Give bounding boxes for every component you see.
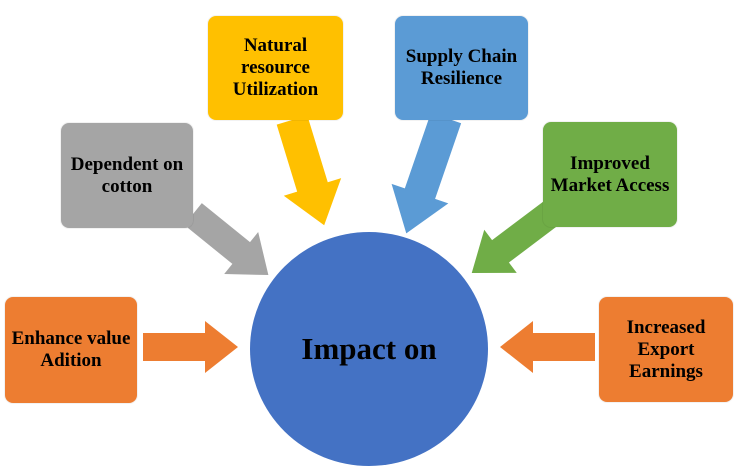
box-supply-chain: Supply Chain Resilience bbox=[395, 16, 528, 120]
box-label: Improved Market Access bbox=[550, 152, 670, 196]
arrow-market-access bbox=[471, 196, 567, 273]
arrow-enhance-value bbox=[143, 321, 238, 373]
box-enhance-value: Enhance value Adition bbox=[5, 297, 137, 403]
center-label: Impact on bbox=[301, 331, 437, 366]
box-natural-resource: Natural resource Utilization bbox=[208, 16, 343, 120]
center-circle: Impact on bbox=[250, 232, 488, 466]
box-label: Natural resource Utilization bbox=[232, 35, 319, 100]
arrow-dependent-cotton bbox=[184, 203, 269, 276]
box-export-earnings: Increased Export Earnings bbox=[599, 297, 733, 402]
arrow-supply-chain bbox=[391, 112, 462, 234]
box-label: Dependent on cotton bbox=[70, 153, 184, 197]
arrow-export-earnings bbox=[500, 321, 595, 373]
box-dependent-cotton: Dependent on cotton bbox=[61, 123, 193, 228]
arrow-natural-resource bbox=[276, 115, 342, 226]
box-label: Supply Chain Resilience bbox=[405, 46, 518, 89]
box-market-access: Improved Market Access bbox=[543, 122, 677, 227]
box-label: Increased Export Earnings bbox=[626, 316, 706, 382]
box-label: Enhance value Adition bbox=[11, 328, 131, 371]
